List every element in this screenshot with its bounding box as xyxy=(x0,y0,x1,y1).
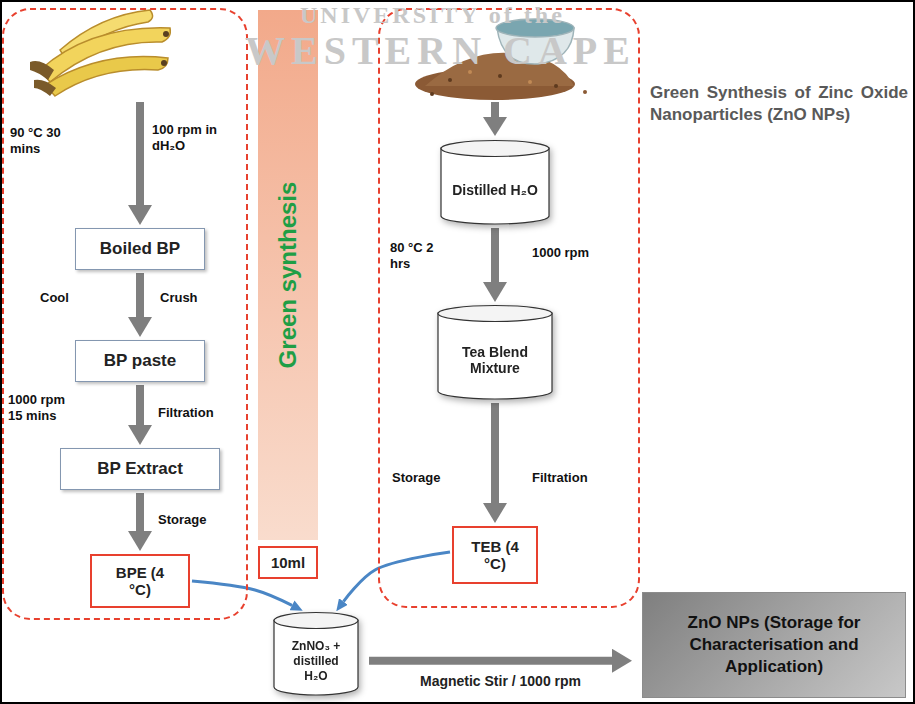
product-box: ZnO NPs (Storage for Characterisation an… xyxy=(642,592,906,698)
node-label: BPE (4 °C) xyxy=(109,564,171,598)
tea-leaf xyxy=(430,92,434,96)
tea-leaf xyxy=(583,90,587,94)
step-label: Crush xyxy=(160,290,230,306)
arrow-head xyxy=(128,205,152,225)
step-condition: 1000 rpm xyxy=(532,245,622,261)
band-label: Green synthesis xyxy=(274,182,302,369)
process-box: BP paste xyxy=(75,340,205,382)
process-arrow xyxy=(491,403,499,503)
process-arrow xyxy=(136,273,144,317)
arrow-head xyxy=(483,117,507,136)
banana-stem xyxy=(34,80,56,96)
banana-shape xyxy=(45,57,168,96)
tea-leaf xyxy=(554,84,558,88)
step-label: Cool xyxy=(40,290,100,306)
step-condition: 80 °C 2 hrs xyxy=(390,240,442,273)
step-label: Storage xyxy=(158,512,238,528)
beaker-cylinder: Tea Blend Mixture xyxy=(437,305,553,400)
step-label: Storage xyxy=(392,470,472,486)
step-label: Filtration xyxy=(532,470,622,486)
watermark: UNIVERSITY of the xyxy=(300,0,630,30)
cylinder-top xyxy=(438,306,552,322)
cylinder-body xyxy=(441,148,549,224)
node-label: BP Extract xyxy=(97,459,183,479)
process-box: Boiled BP xyxy=(75,228,205,270)
process-arrow xyxy=(136,493,144,531)
beaker-cylinder: Distilled H₂O xyxy=(440,140,550,225)
cylinder-top xyxy=(441,141,549,157)
step-condition: 100 rpm in dH₂O xyxy=(152,122,237,155)
transfer-arrow xyxy=(192,581,292,605)
banana-stem xyxy=(30,61,54,80)
step-label: Filtration xyxy=(158,405,238,421)
storage-box: BPE (4 °C) xyxy=(90,554,190,608)
diagram-title: Green Synthesis of Zinc Oxide Nanopartic… xyxy=(650,82,908,126)
node-label: TEB (4 °C) xyxy=(464,538,526,572)
node-label: ZnNO₃ + distilled H₂O xyxy=(285,639,347,684)
node-label: 10ml xyxy=(271,554,305,571)
synthesis-band: Green synthesis xyxy=(258,10,318,540)
cylinder-top xyxy=(274,613,358,629)
step-condition: 90 °C 30 mins xyxy=(10,125,70,158)
process-group: Distilled H₂O Tea Blend MixtureTEB (4 °C) xyxy=(378,8,640,608)
transfer-arrow xyxy=(343,552,450,601)
node-label: Distilled H₂O xyxy=(452,182,538,198)
beaker-cylinder: ZnNO₃ + distilled H₂O xyxy=(273,612,359,696)
tea-leaf xyxy=(498,74,502,78)
process-arrow xyxy=(369,657,612,665)
node-label: BP paste xyxy=(104,351,176,371)
process-arrow xyxy=(136,385,144,425)
cylinder-body xyxy=(438,313,552,399)
step-condition: 1000 rpm 15 mins xyxy=(8,392,78,425)
node-label: ZnO NPs (Storage for Characterisation an… xyxy=(654,612,894,678)
storage-box: 10ml xyxy=(258,546,318,579)
node-label: Boiled BP xyxy=(100,239,180,259)
process-group: Boiled BP BP paste BP ExtractBPE (4 °C) xyxy=(2,8,248,620)
arrow-shaft xyxy=(136,102,144,206)
banana-tip xyxy=(163,31,169,37)
banana-tip xyxy=(161,60,167,66)
node-label: Tea Blend Mixture xyxy=(449,344,541,376)
cylinder-body xyxy=(274,620,358,695)
process-box: BP Extract xyxy=(60,448,220,490)
banana-illustration xyxy=(30,10,170,96)
tea-leaf xyxy=(528,80,532,84)
tea-leaf xyxy=(448,78,452,82)
process-arrow xyxy=(491,228,499,282)
watermark: WESTERN CAPE xyxy=(245,26,665,76)
edge-label: Magnetic Stir / 1000 rpm xyxy=(418,673,583,689)
arrow-shaft xyxy=(491,102,499,118)
storage-box: TEB (4 °C) xyxy=(452,526,538,584)
